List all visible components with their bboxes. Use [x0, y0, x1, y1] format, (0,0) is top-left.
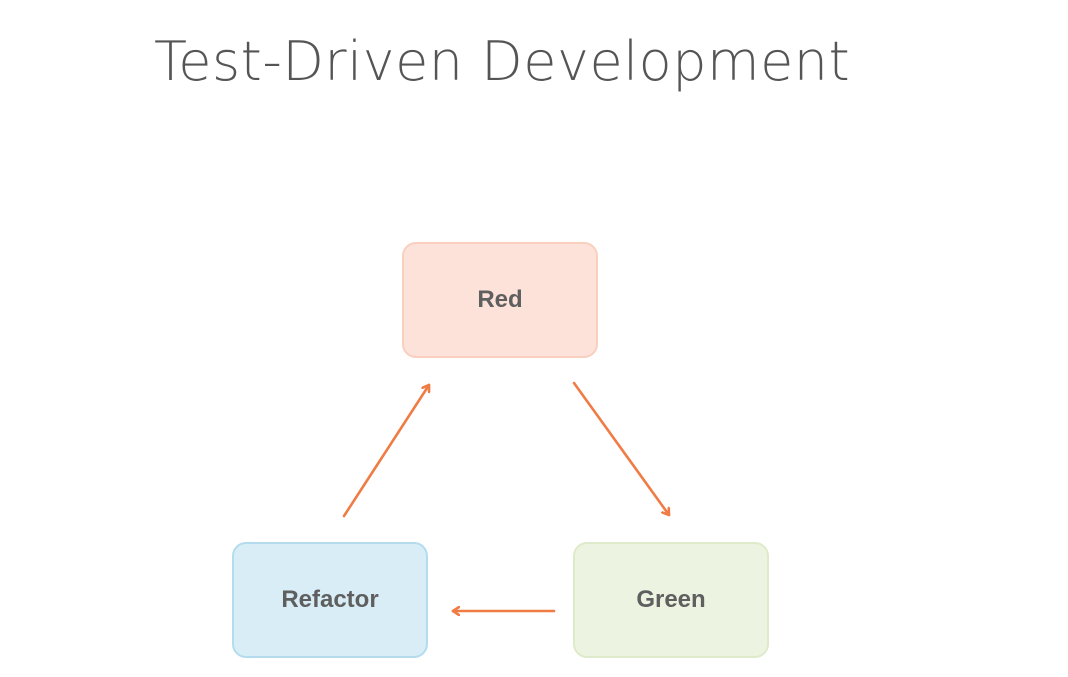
edge-red-to-green-arrow	[572, 381, 671, 517]
node-refactor: Refactor	[232, 542, 428, 658]
node-green-label: Green	[636, 586, 706, 613]
node-green: Green	[573, 542, 769, 658]
node-refactor-label: Refactor	[281, 586, 379, 613]
page-title: Test-Driven Development	[154, 30, 851, 93]
node-red: Red	[402, 242, 598, 358]
node-red-label: Red	[477, 286, 523, 313]
edge-refactor-to-red-arrow	[342, 383, 429, 518]
